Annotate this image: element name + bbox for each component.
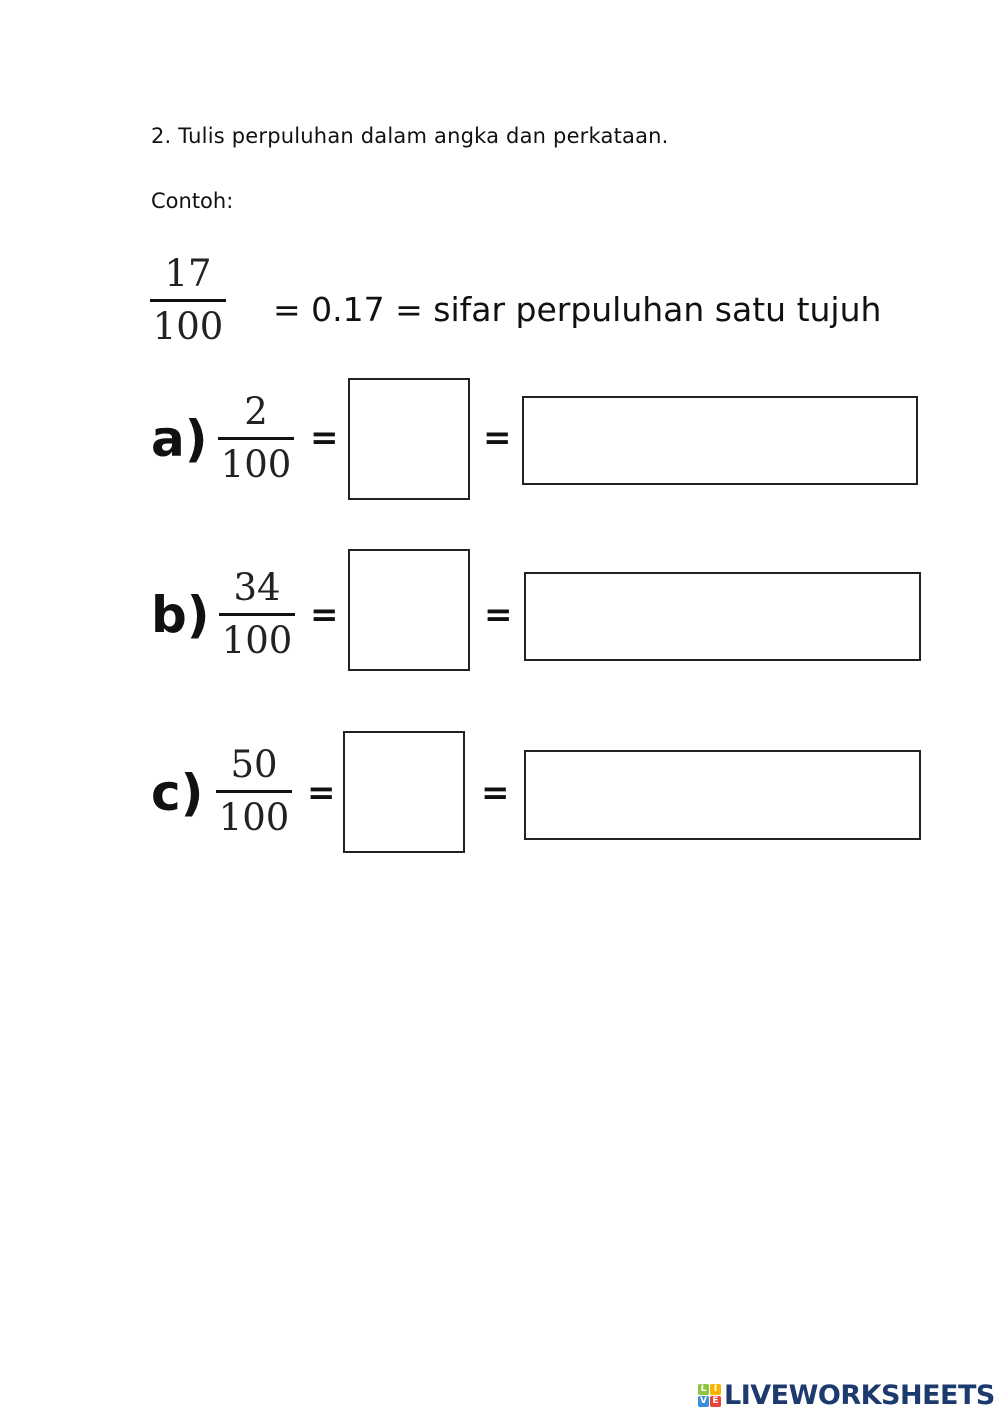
- equals-sign: =: [310, 418, 339, 458]
- question-c-decimal-input[interactable]: [343, 731, 465, 853]
- question-b-decimal-input[interactable]: [348, 549, 470, 671]
- question-b-words-input[interactable]: [524, 572, 921, 661]
- question-c-words-input[interactable]: [524, 750, 921, 840]
- logo-block-v: V: [698, 1396, 709, 1407]
- question-a-fraction: 2 100: [218, 393, 294, 483]
- instruction-text: 2. Tulis perpuluhan dalam angka dan perk…: [151, 124, 669, 148]
- fraction-bar: [218, 437, 294, 440]
- logo-block-i: I: [710, 1384, 721, 1395]
- question-c-label: c): [151, 764, 204, 822]
- equals-sign: =: [307, 773, 336, 813]
- example-denominator: 100: [152, 305, 224, 348]
- fraction-bar: [219, 613, 295, 616]
- question-b-numerator: 34: [233, 566, 281, 609]
- liveworksheets-logo: L I V E LIVEWORKSHEETS: [698, 1380, 995, 1411]
- live-blocks-icon: L I V E: [698, 1384, 721, 1407]
- fraction-bar: [216, 790, 292, 793]
- equals-sign: =: [484, 595, 513, 635]
- example-numerator: 17: [164, 252, 212, 295]
- question-b-label: b): [151, 586, 210, 644]
- question-a-words-input[interactable]: [522, 396, 918, 485]
- fraction-bar: [150, 299, 226, 302]
- question-c-fraction: 50 100: [216, 746, 292, 836]
- example-fraction: 17 100: [150, 255, 226, 345]
- question-c-numerator: 50: [230, 743, 278, 786]
- example-label: Contoh:: [151, 189, 234, 213]
- example-answer-text: = 0.17 = sifar perpuluhan satu tujuh: [273, 290, 882, 329]
- question-b-denominator: 100: [221, 619, 293, 662]
- question-a-numerator: 2: [244, 390, 268, 433]
- question-a-denominator: 100: [220, 443, 292, 486]
- question-a-decimal-input[interactable]: [348, 378, 470, 500]
- question-b-fraction: 34 100: [219, 569, 295, 659]
- logo-block-e: E: [710, 1396, 721, 1407]
- equals-sign: =: [310, 595, 339, 635]
- question-c-denominator: 100: [218, 796, 290, 839]
- equals-sign: =: [481, 773, 510, 813]
- logo-block-l: L: [698, 1384, 709, 1395]
- equals-sign: =: [483, 418, 512, 458]
- question-a-label: a): [151, 410, 208, 468]
- brand-name: LIVEWORKSHEETS: [724, 1380, 995, 1411]
